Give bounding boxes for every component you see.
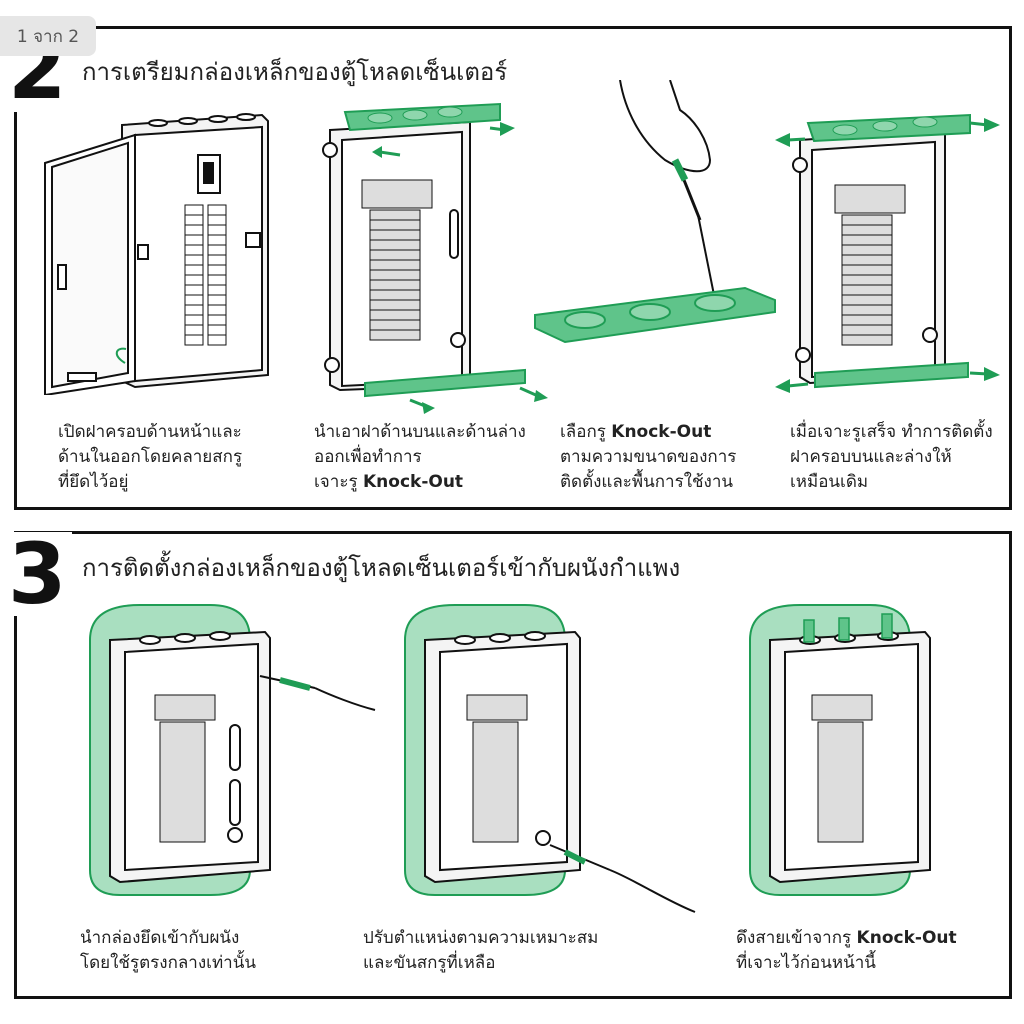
caption-text: เจาะรู — [314, 472, 363, 492]
section-2-title: การเตรียมกล่องเหล็กของตู้โหลดเซ็นเตอร์ — [76, 52, 514, 91]
caption-line: นำกล่องยึดเข้ากับผนัง — [80, 928, 240, 948]
caption-line: เจาะรู Knock-Out — [314, 470, 554, 495]
section-2-frame — [14, 26, 1012, 510]
section-3-number: 3 — [8, 532, 73, 616]
pull-wires-illustration — [749, 604, 931, 896]
caption-line: เลือกรู Knock-Out — [560, 420, 785, 445]
section-3-frame — [14, 531, 1012, 999]
caption-bold-term: Knock-Out — [611, 422, 712, 442]
caption-line: เมื่อเจาะรูเสร็จ ทำการติดตั้ง — [790, 422, 993, 442]
caption-line: ออกเพื่อทำการ — [314, 447, 422, 467]
caption-line: นำเอาฝาด้านบนและด้านล่าง — [314, 422, 526, 442]
caption-line: เหมือนเดิม — [790, 472, 869, 492]
caption-bold-term: Knock-Out — [362, 472, 464, 492]
section-3-title: การติดตั้งกล่องเหล็กของตู้โหลดเซ็นเตอร์เ… — [76, 548, 687, 587]
caption-bold-term: Knock-Out — [856, 928, 957, 948]
caption-text: ดึงสายเข้าจากรู — [736, 928, 857, 948]
panel-covers-removed-illustration — [322, 102, 548, 414]
caption-line: ดึงสายเข้าจากรู Knock-Out — [736, 926, 1006, 951]
caption-line: โดยใช้รูตรงกลางเท่านั้น — [80, 953, 256, 973]
caption-text: เลือกรู — [560, 422, 612, 442]
step-2-2-caption: นำเอาฝาด้านบนและด้านล่าง ออกเพื่อทำการ เ… — [314, 420, 554, 495]
knockout-screwdriver-illustration — [534, 80, 776, 344]
caption-line: ฝาครอบบนและล่างให้ — [790, 447, 952, 467]
page-indicator: 1 จาก 2 — [0, 16, 96, 56]
caption-line: ที่ยึดไว้อยู่ — [58, 472, 129, 492]
step-2-1-caption: เปิดฝาครอบด้านหน้าและ ด้านในออกโดยคลายสก… — [58, 420, 288, 495]
panel-open-door-illustration — [44, 113, 269, 395]
caption-line: เปิดฝาครอบด้านหน้าและ — [58, 422, 242, 442]
caption-line: และขันสกรูที่เหลือ — [363, 953, 496, 973]
step-3-1-caption: นำกล่องยึดเข้ากับผนัง โดยใช้รูตรงกลางเท่… — [80, 926, 330, 976]
caption-line: ตามความขนาดของการ — [560, 447, 737, 467]
caption-line: ที่เจาะไว้ก่อนหน้านี้ — [736, 953, 876, 973]
caption-line: ปรับตำแหน่งตามความเหมาะสม — [363, 928, 599, 948]
adjust-screws-illustration — [404, 604, 696, 913]
step-3-3-caption: ดึงสายเข้าจากรู Knock-Out ที่เจาะไว้ก่อน… — [736, 926, 1006, 976]
panel-covers-installed-illustration — [775, 113, 1000, 393]
section-3-left-rule — [14, 612, 17, 999]
caption-line: ติดตั้งและพื้นการใช้งาน — [560, 472, 734, 492]
caption-line: ด้านในออกโดยคลายสกรู — [58, 447, 243, 467]
step-2-3-caption: เลือกรู Knock-Out ตามความขนาดของการ ติดต… — [560, 420, 785, 495]
mount-center-hole-illustration — [89, 604, 376, 896]
section-2-left-rule — [14, 112, 17, 510]
step-2-4-caption: เมื่อเจาะรูเสร็จ ทำการติดตั้ง ฝาครอบบนแล… — [790, 420, 1010, 495]
step-3-2-caption: ปรับตำแหน่งตามความเหมาะสม และขันสกรูที่เ… — [363, 926, 643, 976]
